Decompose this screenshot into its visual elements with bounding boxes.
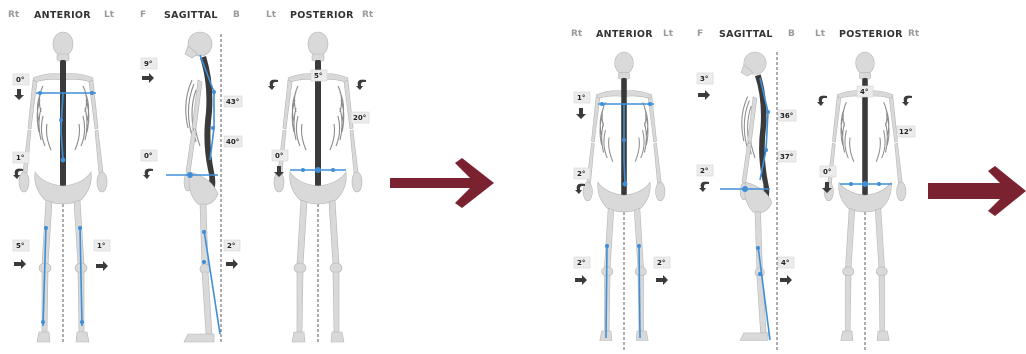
anterior-knee-lt-tag: 2° xyxy=(654,257,670,285)
rotate-arrow-icon xyxy=(268,80,278,90)
down-arrow-icon xyxy=(576,108,586,119)
svg-text:2°: 2° xyxy=(700,167,708,175)
down-arrow-icon xyxy=(14,89,24,100)
posterior-title: POSTERIOR xyxy=(290,10,354,21)
posterior-thoracic-tag: 20° xyxy=(351,112,369,123)
svg-text:0°: 0° xyxy=(144,152,152,160)
sagittal-knee-tag: 2° xyxy=(224,240,240,269)
svg-text:36°: 36° xyxy=(780,112,793,120)
svg-text:1°: 1° xyxy=(16,154,24,162)
anterior-shoulder-tag: 0° xyxy=(13,74,29,100)
posterior-title: POSTERIOR xyxy=(839,29,903,40)
svg-text:0°: 0° xyxy=(275,152,283,160)
svg-text:5°: 5° xyxy=(16,242,24,250)
right-arrow-icon xyxy=(14,259,26,269)
svg-text:2°: 2° xyxy=(577,170,585,178)
svg-text:0°: 0° xyxy=(823,168,831,176)
sagittal-back-side: B xyxy=(233,10,240,20)
svg-text:43°: 43° xyxy=(226,98,239,106)
sagittal-back-side: B xyxy=(788,29,795,39)
posterior-thoracic-tag: 12° xyxy=(897,126,915,137)
transition-arrow-icon xyxy=(928,166,1026,216)
sagittal-title: SAGITTAL xyxy=(164,10,218,21)
svg-text:20°: 20° xyxy=(353,114,366,122)
svg-text:0°: 0° xyxy=(16,76,24,84)
svg-text:12°: 12° xyxy=(899,128,912,136)
sagittal-skeleton xyxy=(166,32,221,344)
rotate-arrow-icon xyxy=(699,182,709,192)
svg-text:2°: 2° xyxy=(657,259,665,267)
posterior-right-side: Rt xyxy=(908,29,920,39)
anterior-title: ANTERIOR xyxy=(34,10,91,21)
sagittal-head-tag: 3° xyxy=(697,73,713,100)
svg-text:1°: 1° xyxy=(577,94,585,102)
anterior-shoulder-tag: 1° xyxy=(574,92,590,119)
sagittal-front-side: F xyxy=(697,29,703,39)
anterior-skeleton xyxy=(19,32,107,344)
anterior-title: ANTERIOR xyxy=(596,29,653,40)
sagittal-front-side: F xyxy=(140,10,146,20)
anterior-skeleton xyxy=(583,52,665,350)
sagittal-pelvis-tag: 0° xyxy=(141,150,157,179)
rotate-arrow-icon xyxy=(817,96,827,106)
posterior-right-side: Rt xyxy=(362,10,374,20)
svg-text:5°: 5° xyxy=(314,72,322,80)
rotate-arrow-icon xyxy=(902,96,912,106)
sagittal-knee-tag: 4° xyxy=(778,257,794,285)
anterior-right-side: Lt xyxy=(104,10,115,20)
anterior-left-side: Rt xyxy=(8,10,20,20)
sagittal-thoracic-tag: 36° xyxy=(778,110,796,121)
svg-text:4°: 4° xyxy=(781,259,789,267)
rotate-arrow-icon xyxy=(143,169,153,179)
svg-text:2°: 2° xyxy=(577,259,585,267)
svg-text:3°: 3° xyxy=(700,75,708,83)
sagittal-head-tag: 9° xyxy=(141,58,157,83)
svg-text:9°: 9° xyxy=(144,60,152,68)
sagittal-skeleton xyxy=(720,52,777,350)
svg-text:40°: 40° xyxy=(226,138,239,146)
right-arrow-icon xyxy=(96,261,108,271)
right-arrow-icon xyxy=(698,90,710,100)
svg-text:1°: 1° xyxy=(97,242,105,250)
posterior-left-side: Lt xyxy=(266,10,277,20)
anterior-right-side: Lt xyxy=(663,29,674,39)
sagittal-thoracic-tag: 43° xyxy=(224,96,242,107)
anterior-knee-lt-tag: 1° xyxy=(94,240,110,271)
right-arrow-icon xyxy=(226,259,238,269)
anterior-left-side: Rt xyxy=(571,29,583,39)
transition-arrow-icon xyxy=(390,158,494,208)
sagittal-title: SAGITTAL xyxy=(719,29,773,40)
rotate-arrow-icon xyxy=(356,80,366,90)
posterior-left-side: Lt xyxy=(815,29,826,39)
sagittal-pelvis-tag: 2° xyxy=(697,165,713,192)
right-arrow-icon xyxy=(656,275,668,285)
anterior-knee-rt-tag: 5° xyxy=(13,240,29,269)
sagittal-lumbar-tag: 40° xyxy=(224,136,242,147)
svg-text:37°: 37° xyxy=(780,153,793,161)
svg-text:2°: 2° xyxy=(227,242,235,250)
right-arrow-icon xyxy=(780,275,792,285)
right-arrow-icon xyxy=(575,275,587,285)
anterior-knee-rt-tag: 2° xyxy=(574,257,590,285)
sagittal-lumbar-tag: 37° xyxy=(778,151,796,162)
svg-text:4°: 4° xyxy=(860,88,868,96)
right-arrow-icon xyxy=(142,73,154,83)
